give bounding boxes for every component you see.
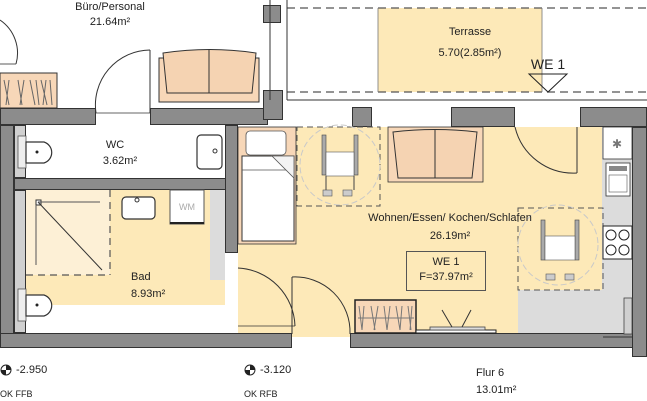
unit-summary-area: F=37.97m² xyxy=(419,271,473,283)
kitchen-corner-counter xyxy=(518,290,608,337)
room-bad-name: Bad xyxy=(131,271,151,283)
svg-text:✱: ✱ xyxy=(612,137,622,151)
unit-summary-box: WE 1 F=37.97m² xyxy=(406,251,486,291)
wc-room xyxy=(25,125,225,180)
level-ffb-label: OK FFB xyxy=(0,389,33,399)
room-flur-name: Flur 6 xyxy=(476,367,505,379)
wall-top-pillar-2 xyxy=(451,107,515,127)
room-buero-area: 21.64m² xyxy=(89,16,131,28)
appliance-wm-label: WM xyxy=(179,202,195,212)
room-flur-area: 13.01m² xyxy=(476,384,517,396)
room-terrasse-area: 5.70(2.85m²) xyxy=(438,47,502,59)
wall-bad-living xyxy=(225,125,238,253)
wm-zone xyxy=(210,190,225,280)
room-bad-area: 8.93m² xyxy=(131,288,166,300)
level-ffb-value: -2.950 xyxy=(16,364,48,376)
room-wohnen-name: Wohnen/Essen/ Kochen/Schlafen xyxy=(368,212,532,224)
terrace-area xyxy=(378,8,542,92)
room-terrasse-name: Terrasse xyxy=(448,26,492,38)
wall-bottom-left xyxy=(0,333,292,348)
wall-terrace-post xyxy=(263,5,281,23)
room-wohnen-area: 26.19m² xyxy=(429,230,471,242)
room-wc-area: 3.62m² xyxy=(102,155,138,167)
level-rfb-value: -3.120 xyxy=(260,364,292,376)
terrace-unit-marker: WE 1 xyxy=(530,56,566,72)
wall-terrace-side xyxy=(263,90,283,120)
room-wc-name: WC xyxy=(105,139,125,151)
level-rfb-label: OK RFB xyxy=(244,389,278,399)
unit-summary-title: WE 1 xyxy=(432,256,460,268)
room-buero-name: Büro/Personal xyxy=(75,1,145,13)
